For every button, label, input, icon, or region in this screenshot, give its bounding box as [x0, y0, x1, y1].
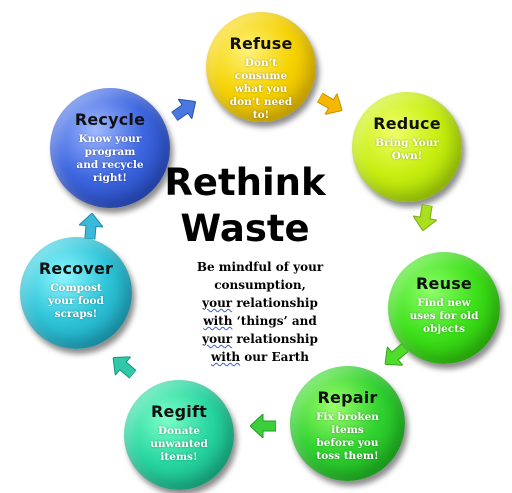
step-recover-title: Recover [38, 259, 114, 278]
center-line3-rest: relationship [232, 296, 318, 310]
step-reduce-title: Reduce [373, 114, 441, 133]
center-line4: with ‘things’ and [170, 312, 350, 330]
center-line6-underlined: with [210, 350, 241, 364]
step-recycle: Recycle Know your program and recycle ri… [50, 88, 170, 208]
arrow-recover-to-recycle-icon [77, 212, 105, 240]
step-recycle-desc: Know your program and recycle right! [76, 133, 144, 184]
step-regift: Regift Donate unwanted items! [124, 380, 234, 490]
arrow-reuse-to-repair-icon [384, 343, 409, 366]
step-refuse: Refuse Don’t consume what you don’t need… [206, 12, 316, 122]
center-line3: your relationship [170, 294, 350, 312]
step-repair-desc: Fix broken items before you toss them! [316, 411, 379, 462]
arrow-regift-to-recover-icon [112, 356, 137, 379]
step-reduce-desc: Bring Your Own! [375, 137, 439, 162]
step-reuse-desc: Find new uses for old objects [409, 297, 479, 335]
step-recycle-title: Recycle [74, 110, 146, 129]
step-repair-title: Repair [317, 388, 378, 407]
step-repair: Repair Fix broken items before you toss … [290, 366, 405, 481]
center-line6-rest: our Earth [240, 350, 310, 364]
step-reuse-title: Reuse [416, 274, 472, 293]
center-title: Rethink Waste [150, 160, 340, 252]
center-message: Be mindful of your consumption, your rel… [170, 258, 350, 366]
center-line6: with our Earth [170, 348, 350, 366]
center-line5-rest: relationship [232, 332, 318, 346]
center-line4-underlined: with [203, 314, 233, 328]
arrow-refuse-to-reduce-icon [316, 92, 343, 116]
arrow-recycle-to-refuse-icon [170, 98, 197, 122]
step-regift-desc: Donate unwanted items! [150, 425, 208, 463]
step-regift-title: Regift [151, 402, 207, 421]
step-reuse: Reuse Find new uses for old objects [388, 252, 500, 364]
center-line5: your relationship [170, 330, 350, 348]
arrow-repair-to-regift-icon [250, 414, 276, 438]
arrow-reduce-to-reuse-icon [412, 203, 439, 232]
step-refuse-title: Refuse [229, 34, 293, 53]
center-line2: consumption, [214, 278, 306, 292]
step-recover: Recover Compost your food scraps! [20, 237, 132, 349]
center-line5-underlined: your [202, 332, 233, 346]
center-line4-rest: ‘things’ and [232, 314, 317, 328]
center-title-line1: Rethink [164, 161, 326, 204]
center-title-line2: Waste [180, 207, 310, 250]
center-line1: Be mindful of your [196, 260, 324, 274]
center-line3-underlined: your [202, 296, 233, 310]
step-recover-desc: Compost your food scraps! [48, 282, 104, 320]
step-refuse-desc: Don’t consume what you don’t need to! [229, 57, 293, 121]
step-reduce: Reduce Bring Your Own! [352, 92, 462, 202]
